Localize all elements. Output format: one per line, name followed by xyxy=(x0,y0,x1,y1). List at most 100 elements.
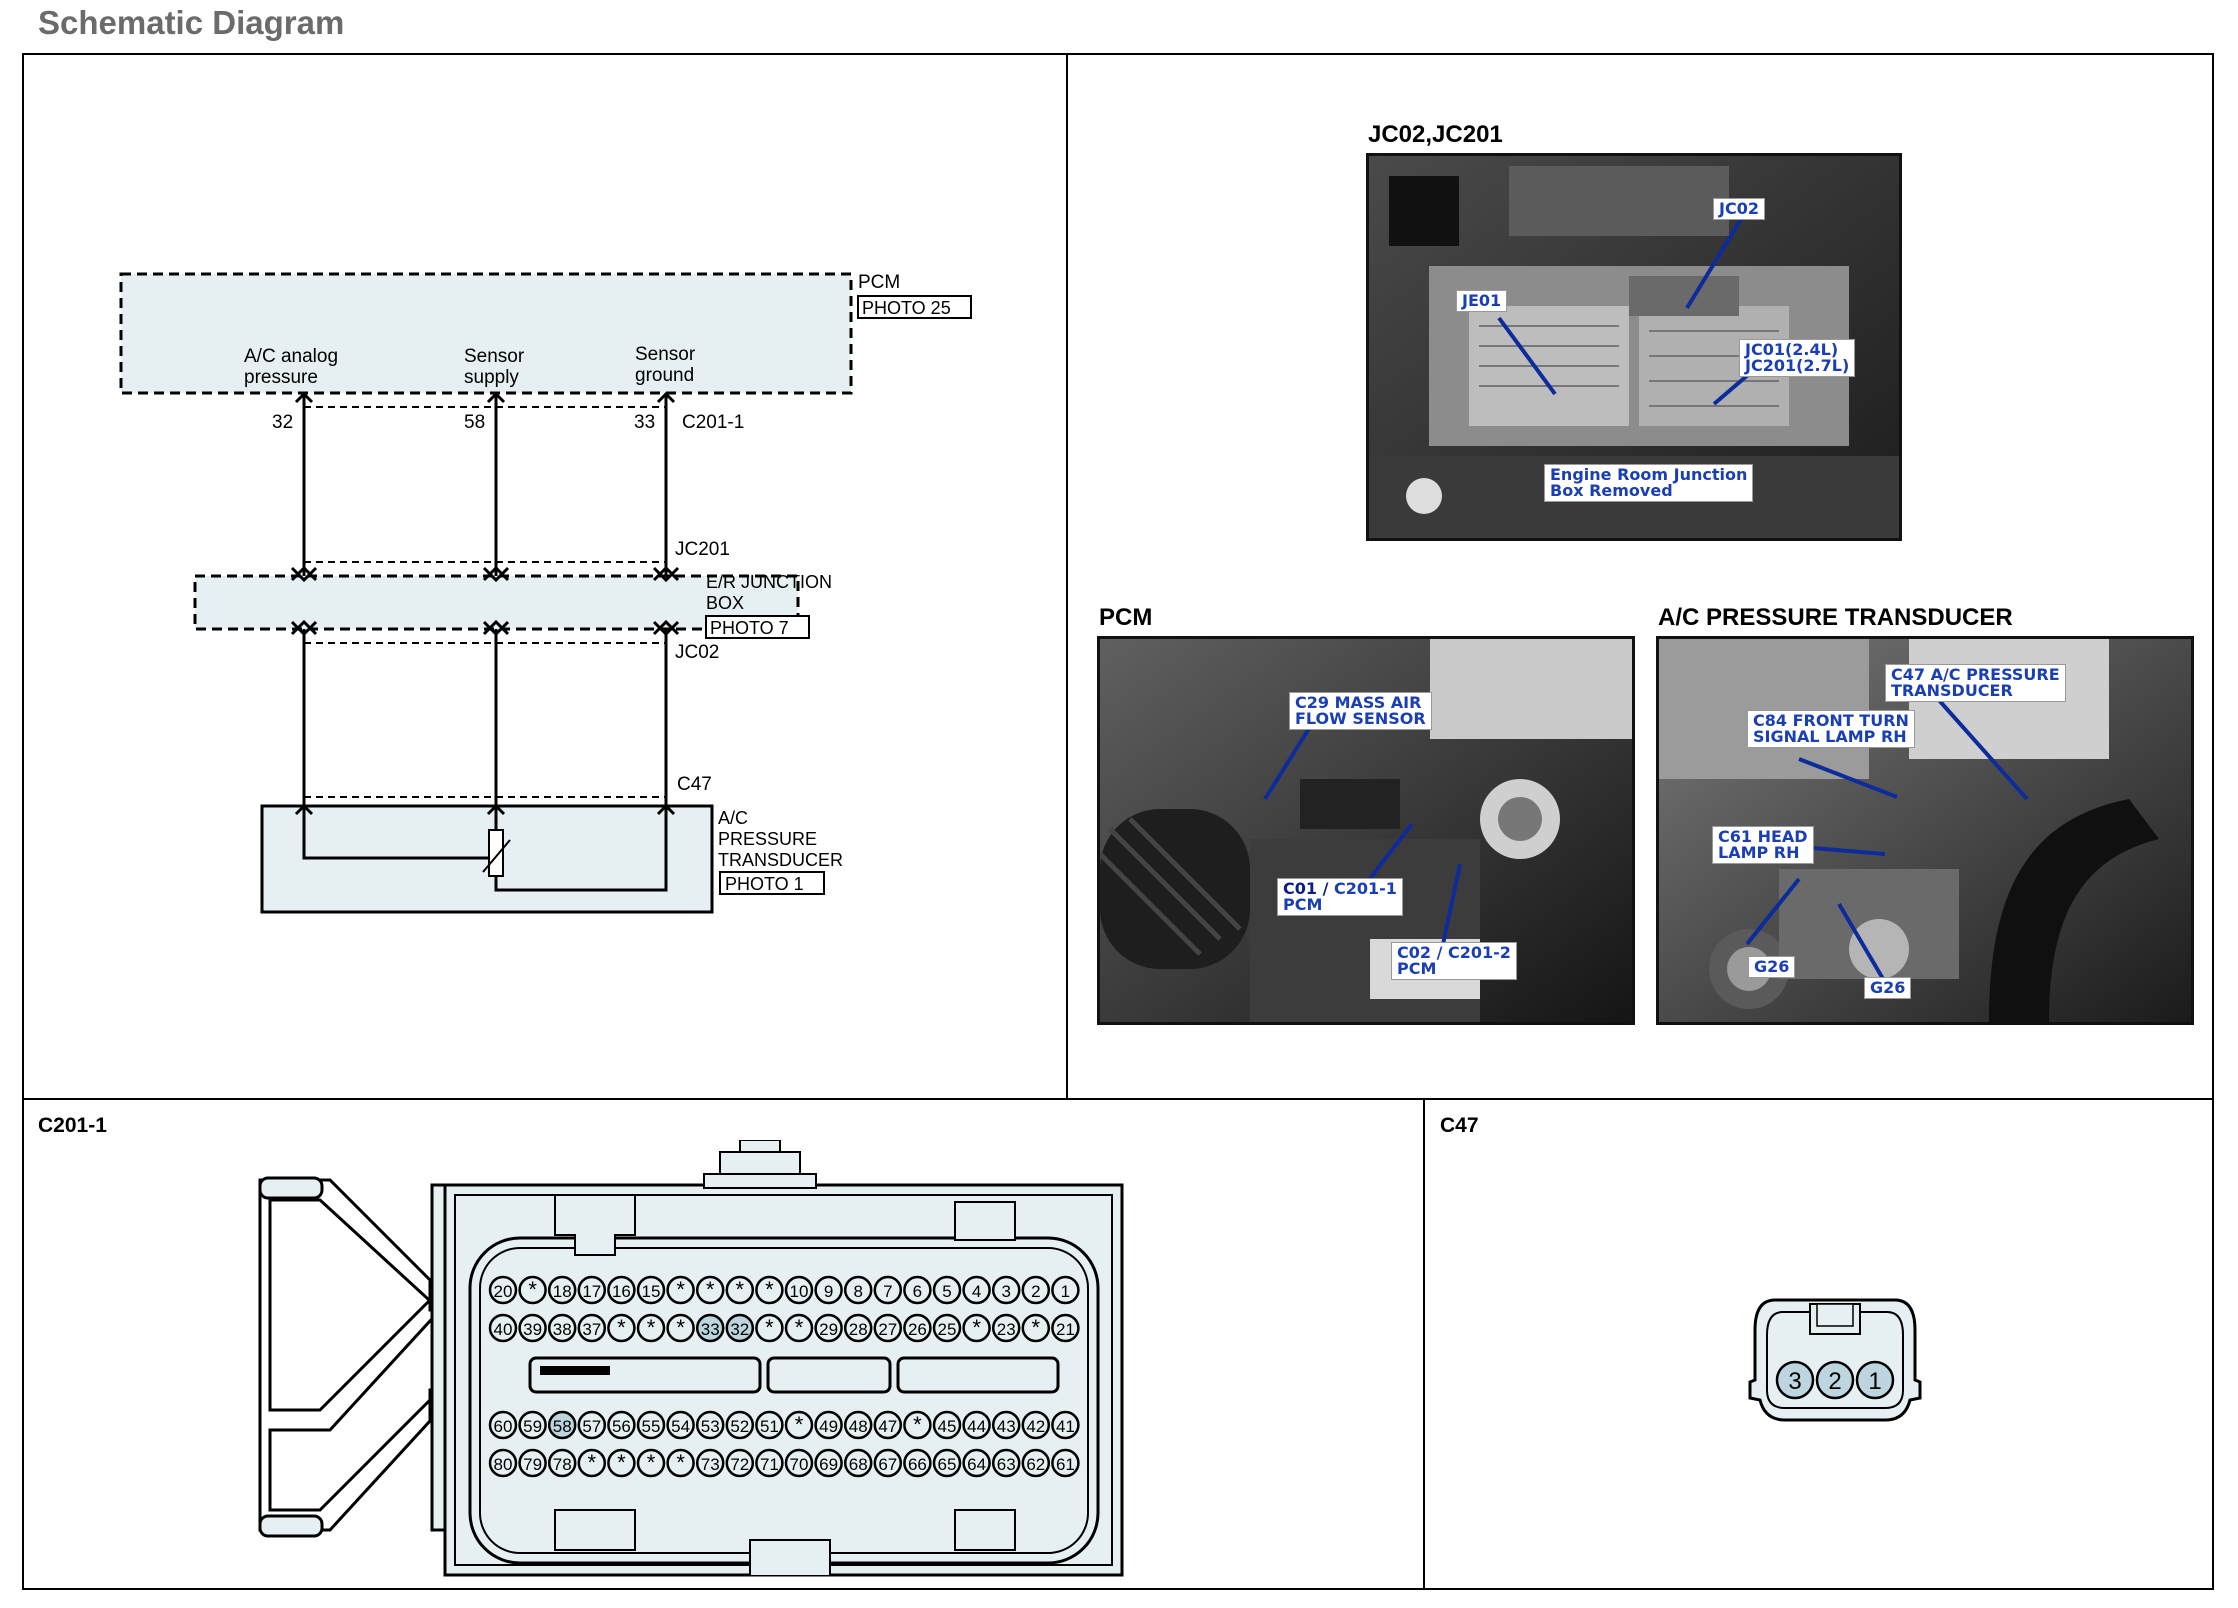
c201-pin xyxy=(695,1448,725,1478)
c201-pin-label: 8 xyxy=(853,1282,862,1301)
c201-pin-label: 39 xyxy=(523,1320,542,1339)
transducer-connector: C47 xyxy=(677,774,712,795)
c201-pin xyxy=(577,1410,607,1440)
c201-pin xyxy=(636,1410,666,1440)
c201-pin-label: * xyxy=(676,1450,685,1475)
transducer-name-1: A/C xyxy=(718,808,748,828)
divider-vertical-top xyxy=(1066,53,1068,1100)
c201-pin xyxy=(932,1410,962,1440)
callout-c29-line1: C29 MASS AIR xyxy=(1295,693,1422,712)
c201-pin xyxy=(1021,1448,1051,1478)
c201-pin xyxy=(725,1448,755,1478)
c201-pin xyxy=(577,1313,607,1343)
c201-pin xyxy=(784,1448,814,1478)
c201-pin-label: 73 xyxy=(701,1455,720,1474)
pcm-pin3-label-2: ground xyxy=(635,365,694,386)
c201-pin xyxy=(991,1275,1021,1305)
c201-pin xyxy=(725,1313,755,1343)
c201-pin xyxy=(814,1275,843,1305)
c201-pin-label: 57 xyxy=(582,1417,601,1436)
c201-pin xyxy=(547,1313,577,1343)
c201-pin-label: 26 xyxy=(908,1320,927,1339)
callout-c02-a: C02 / C201-2 xyxy=(1397,943,1511,962)
transducer-name-2: PRESSURE xyxy=(718,829,817,849)
c201-pin-label: 53 xyxy=(701,1417,720,1436)
pcm-connector: C201-1 xyxy=(682,412,744,433)
c201-pin-label: 56 xyxy=(612,1417,631,1436)
callout-g26b: G26 xyxy=(1864,977,1912,999)
callout-erjb-line1: Engine Room Junction xyxy=(1550,465,1748,484)
junction-box-name-1: E/R JUNCTION xyxy=(706,572,832,592)
pcm-pin2-label-1: Sensor xyxy=(464,346,525,367)
c201-pin xyxy=(666,1275,695,1305)
c201-pin xyxy=(1021,1410,1051,1440)
c201-pin-label: 59 xyxy=(523,1417,542,1436)
c201-pin xyxy=(843,1313,873,1343)
c201-pin xyxy=(1051,1448,1080,1478)
c47-pin-label: 2 xyxy=(1828,1368,1841,1395)
c201-pin-label: 33 xyxy=(701,1320,720,1339)
photo-pcm xyxy=(1097,636,1635,1025)
c201-pin xyxy=(695,1275,725,1305)
pcm-photo-label: PHOTO 25 xyxy=(862,298,951,318)
callout-c84: C84 FRONT TURN SIGNAL LAMP RH xyxy=(1747,710,1915,748)
callout-erjb-line2: Box Removed xyxy=(1550,481,1673,500)
c201-pin xyxy=(607,1448,636,1478)
c201-pin-label: 72 xyxy=(730,1455,749,1474)
divider-horizontal xyxy=(22,1098,2214,1100)
c201-pin-label: 10 xyxy=(790,1282,809,1301)
pcm-photo-box xyxy=(857,295,972,319)
c201-pin-label: 52 xyxy=(730,1417,749,1436)
c201-pin-label: 68 xyxy=(849,1455,868,1474)
c201-pin-label: 41 xyxy=(1056,1417,1075,1436)
page-title: Schematic Diagram xyxy=(38,4,345,41)
c201-pin xyxy=(991,1313,1021,1343)
c201-pin-label: 38 xyxy=(553,1320,572,1339)
c201-pin-label: * xyxy=(588,1450,597,1475)
callout-c29: C29 MASS AIR FLOW SENSOR xyxy=(1289,692,1432,730)
c201-pin-label: 69 xyxy=(819,1455,838,1474)
c201-pin xyxy=(873,1448,903,1478)
callout-c01-a: C01 / xyxy=(1283,879,1334,898)
c201-pin-label: 65 xyxy=(938,1455,957,1474)
c201-pin xyxy=(873,1313,903,1343)
c201-pin-label: 40 xyxy=(494,1320,513,1339)
c47-pin-label: 1 xyxy=(1868,1368,1881,1395)
c201-pin-label: * xyxy=(676,1277,685,1302)
c201-pin-label: 49 xyxy=(819,1417,838,1436)
c201-pin xyxy=(903,1275,932,1305)
transducer-resistor xyxy=(488,829,504,877)
c201-pin-label: 45 xyxy=(938,1417,957,1436)
pcm-pin3: 33 xyxy=(634,412,655,433)
c201-pin xyxy=(725,1275,755,1305)
c201-pin xyxy=(932,1275,962,1305)
c201-pin xyxy=(547,1275,577,1305)
c201-pin-label: 18 xyxy=(553,1282,572,1301)
c201-pin-label: 28 xyxy=(849,1320,868,1339)
c201-pin-label: 2 xyxy=(1031,1282,1040,1301)
c201-pin-label: * xyxy=(706,1277,715,1302)
c201-pin-label: 9 xyxy=(824,1282,833,1301)
pcm-pin1-label-2: pressure xyxy=(244,367,318,388)
c201-pin-label: 27 xyxy=(878,1320,897,1339)
callout-jc01-line1: JC01(2.4L) xyxy=(1745,340,1839,359)
c201-pin-label: * xyxy=(795,1412,804,1437)
c201-pin xyxy=(488,1448,518,1478)
c201-pin-label: * xyxy=(765,1277,774,1302)
c201-pin-label: 78 xyxy=(553,1455,572,1474)
callout-c84-line2: SIGNAL LAMP RH xyxy=(1753,727,1907,746)
c201-pin xyxy=(932,1313,962,1343)
callout-c02: C02 / C201-2 PCM xyxy=(1391,942,1517,980)
callout-jc02: JC02 xyxy=(1713,198,1765,220)
c201-pin xyxy=(666,1313,695,1343)
c201-pin-label: 21 xyxy=(1056,1320,1075,1339)
c201-pin xyxy=(814,1448,843,1478)
c201-pin-label: 1 xyxy=(1061,1282,1070,1301)
c201-pin-label: 61 xyxy=(1056,1455,1075,1474)
callout-c61-line2: LAMP RH xyxy=(1718,843,1800,862)
c201-pin-label: 20 xyxy=(494,1282,513,1301)
c201-pin xyxy=(903,1448,932,1478)
c201-pin xyxy=(843,1275,873,1305)
junction-box xyxy=(193,574,800,631)
